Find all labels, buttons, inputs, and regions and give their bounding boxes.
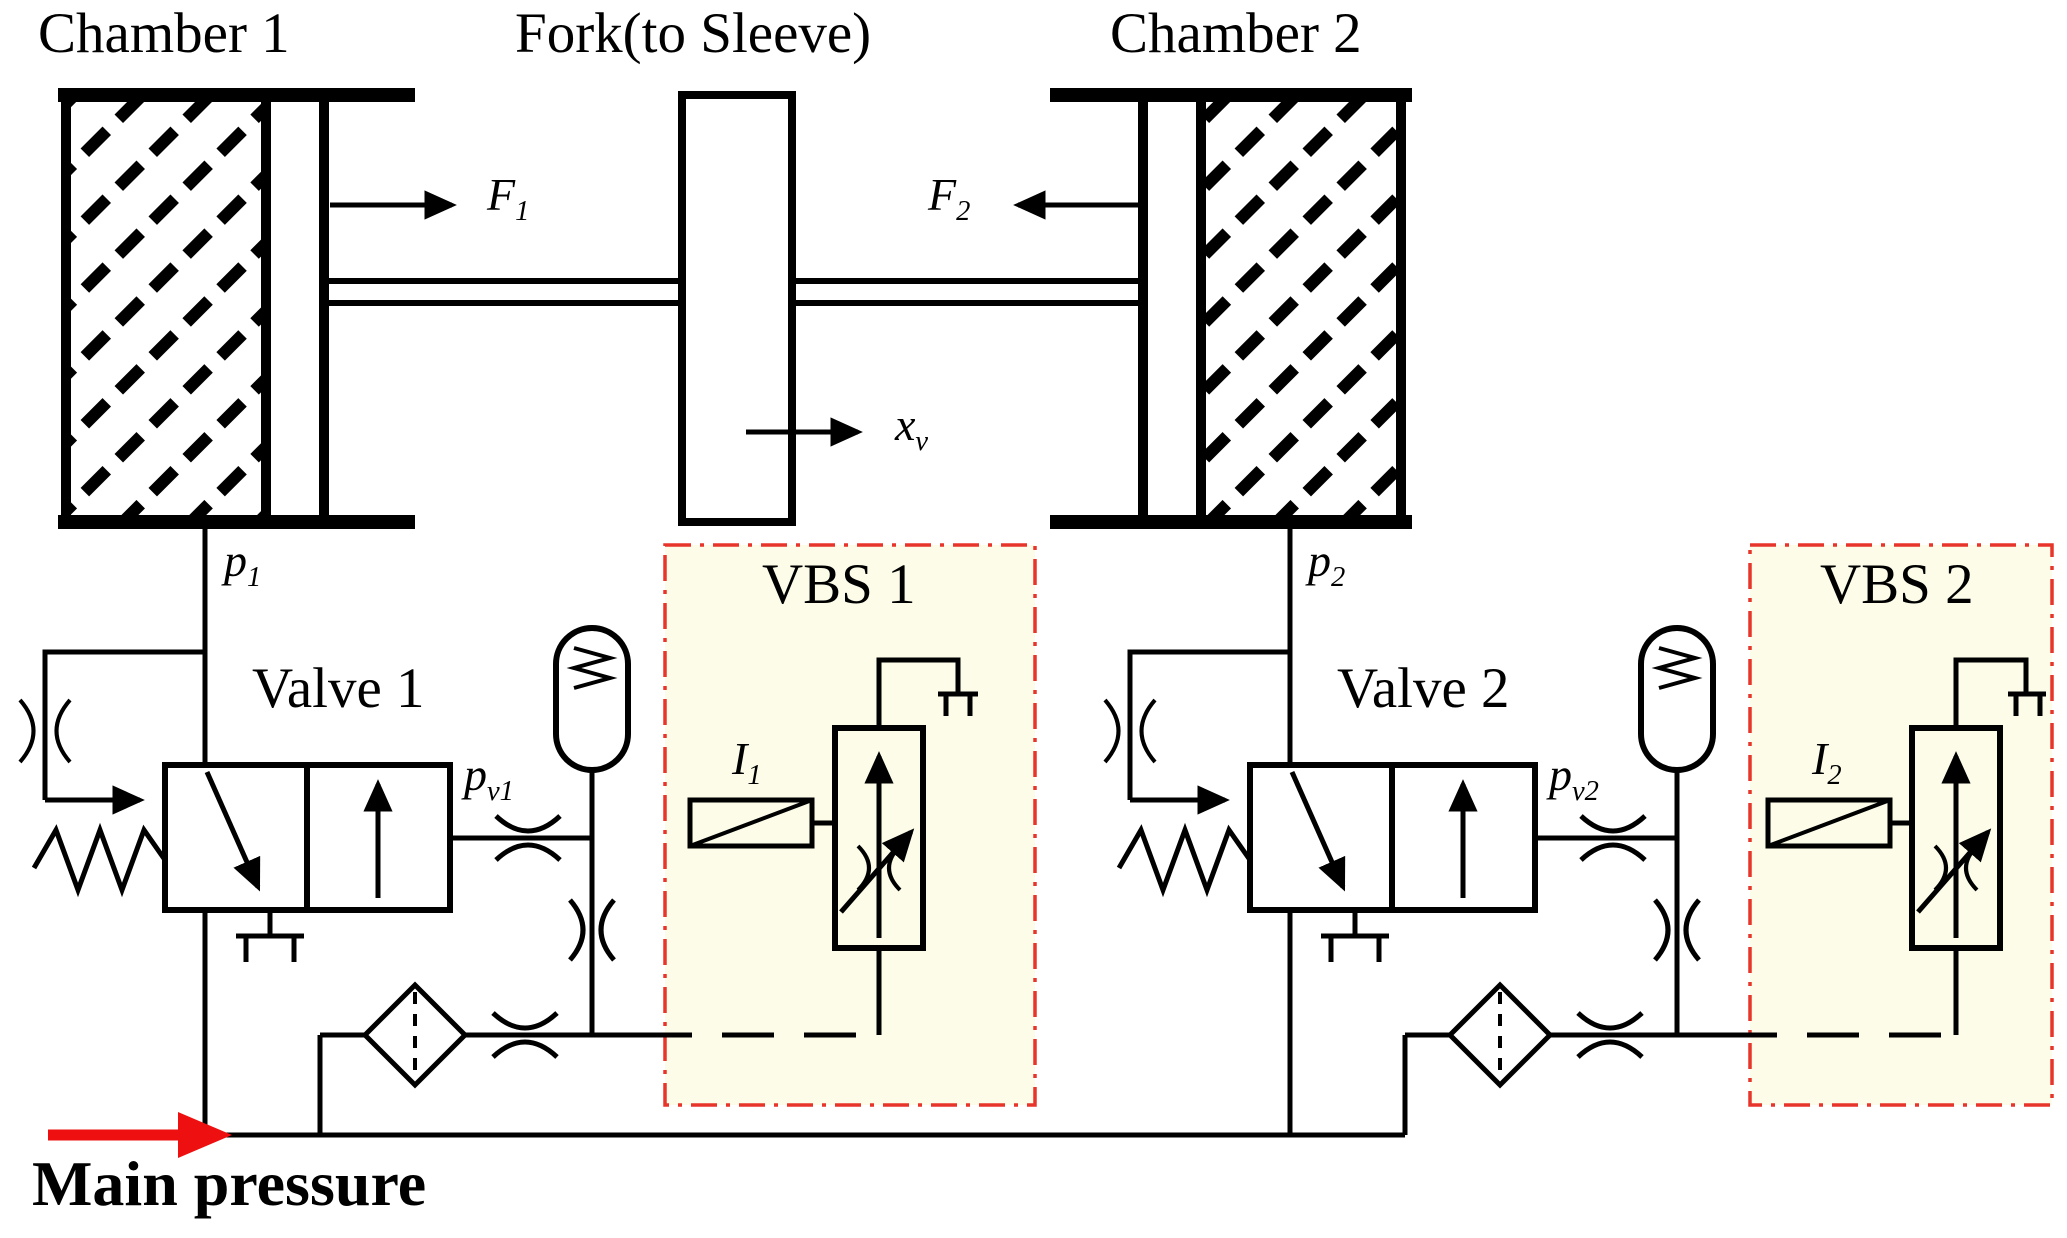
valve-1-exhaust: [236, 910, 304, 962]
valve-1-pilot-line: [18, 649, 205, 815]
orifice-1c: [491, 1011, 559, 1059]
valve-2-body: [1247, 762, 1538, 913]
force-2-label: F2: [928, 172, 970, 227]
valve-2-label: Valve 2: [1337, 657, 1510, 720]
chamber-1: [58, 88, 415, 529]
filter-1: [361, 981, 469, 1089]
displacement-sub: v: [915, 426, 929, 458]
valve-pressure-2-sub: v2: [1572, 776, 1599, 808]
vbs-1-valve: [832, 657, 978, 1035]
valve-2-pilot-line: [1103, 649, 1290, 815]
chamber-2-label: Chamber 2: [1110, 2, 1362, 65]
fork-label: Fork(to Sleeve): [515, 2, 872, 65]
vbs-1-panel: [663, 543, 1037, 1107]
vbs-2-label: VBS 2: [1820, 553, 1974, 616]
pressure-2-label: p2: [1308, 538, 1345, 593]
force-1-sub: 1: [515, 196, 530, 228]
vbs-1-label: VBS 1: [762, 553, 916, 616]
orifice-2a: [1579, 814, 1647, 862]
displacement-label: xv: [895, 402, 928, 457]
valve-pressure-1-base: p: [464, 749, 487, 800]
valve-2-exhaust: [1321, 910, 1389, 962]
orifice-2c: [1576, 1011, 1644, 1059]
current-1-sub: 1: [747, 760, 762, 792]
accumulator-1: [553, 625, 631, 838]
current-2-sub: 2: [1827, 760, 1842, 792]
chamber-2: [1050, 88, 1412, 529]
valve-2-spring: [1116, 822, 1253, 898]
valve-1-body: [162, 762, 453, 913]
valve-pressure-1-sub: v1: [487, 776, 514, 808]
force-1-base: F: [487, 169, 516, 220]
valve-pressure-2-base: p: [1549, 749, 1572, 800]
force-1-label: F1: [487, 172, 529, 227]
force-2-sub: 2: [956, 196, 971, 228]
orifice-1b: [568, 898, 616, 962]
valve-pressure-2-label: pv2: [1549, 752, 1599, 807]
main-pressure-arrow: [48, 1112, 232, 1158]
pressure-2-sub: 2: [1331, 562, 1346, 594]
valve-pressure-1-label: pv1: [464, 752, 514, 807]
pressure-1-base: p: [224, 535, 247, 586]
vbs-2-valve: [1909, 657, 2046, 1035]
supply-branch-line-2: [1402, 1032, 1725, 1135]
shift-fork: [678, 91, 796, 526]
vbs-2-solenoid: [1765, 797, 1912, 849]
current-2-base: I: [1812, 733, 1828, 784]
valve-1-label: Valve 1: [252, 657, 425, 720]
vbs-1-solenoid: [687, 797, 835, 849]
orifice-1a: [494, 814, 562, 862]
pressure-1-label: p1: [224, 538, 261, 593]
supply-branch-line-1: [317, 1032, 640, 1135]
force-2-base: F: [928, 169, 957, 220]
current-1-base: I: [732, 733, 748, 784]
main-pressure-label: Main pressure: [32, 1148, 427, 1219]
orifice-2b: [1653, 898, 1701, 962]
accumulator-2: [1638, 625, 1716, 838]
piston-rod-1: [319, 278, 685, 306]
chamber-1-label: Chamber 1: [38, 2, 290, 65]
current-2-label: I2: [1812, 736, 1842, 791]
current-1-label: I1: [732, 736, 762, 791]
pressure-2-base: p: [1308, 535, 1331, 586]
displacement-base: x: [895, 399, 916, 450]
piston-rod-2: [789, 278, 1148, 306]
filter-2: [1446, 981, 1554, 1089]
pressure-1-sub: 1: [247, 562, 262, 594]
valve-1-spring: [31, 822, 168, 898]
